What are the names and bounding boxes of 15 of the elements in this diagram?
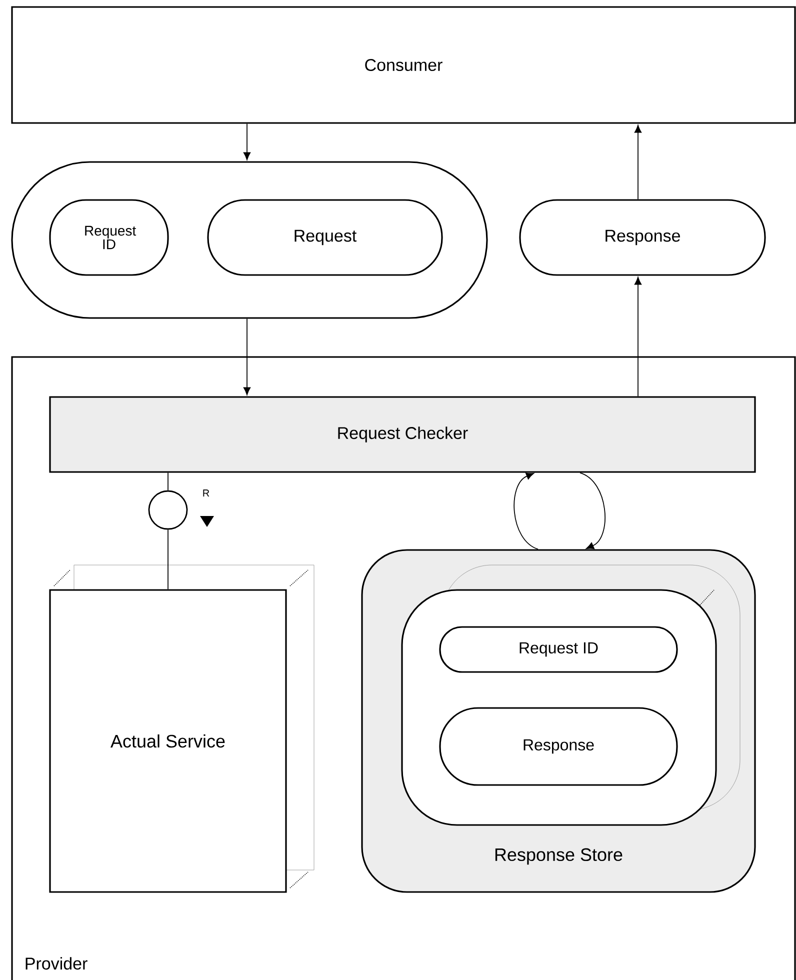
checker-bar: Request Checker (49, 396, 756, 473)
arrow (243, 318, 251, 396)
response-pill: Response (519, 199, 766, 276)
consumer-box: Consumer (11, 6, 796, 124)
arrow (634, 276, 642, 397)
service-page: Actual Service (49, 589, 287, 893)
port-circle (148, 490, 188, 530)
request-id-pill: Request ID (439, 626, 678, 673)
response-pill: Response (439, 707, 678, 786)
arrow (514, 472, 538, 550)
request-pill: Request (207, 199, 443, 276)
arrow (634, 124, 642, 200)
marker-label: R (203, 490, 210, 496)
arrow (243, 123, 251, 160)
arrow (580, 472, 606, 550)
